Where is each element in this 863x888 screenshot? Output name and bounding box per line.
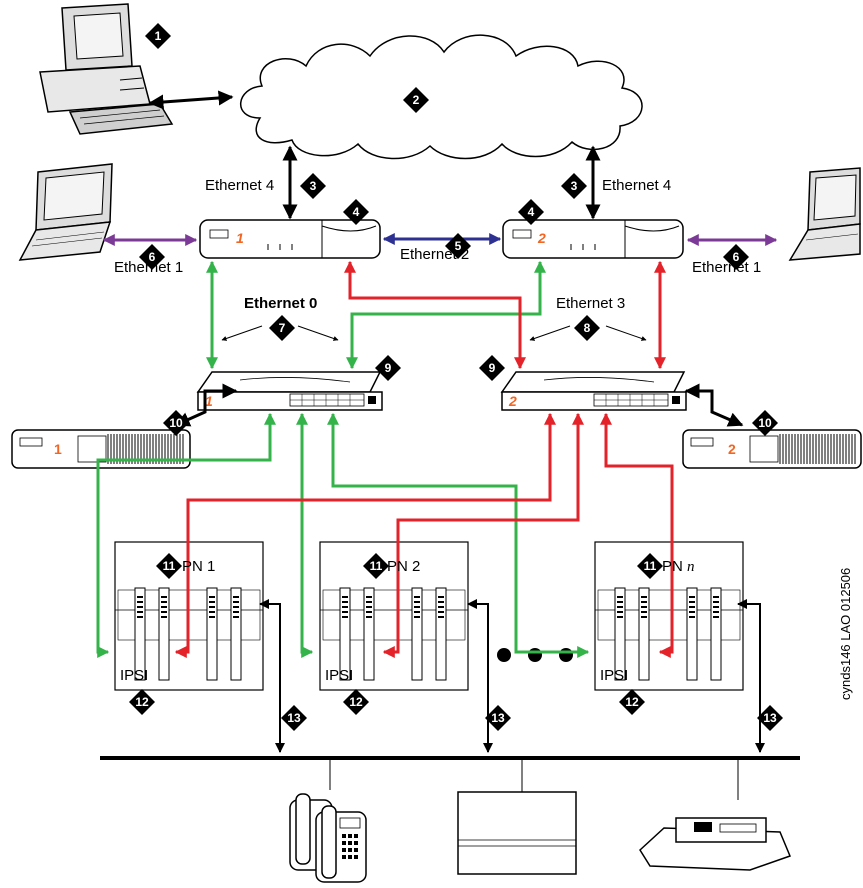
- callout-number: 6: [149, 250, 156, 264]
- telephone-icon: [289, 793, 367, 883]
- callout-7: 7: [269, 315, 295, 341]
- callout-9: 9: [375, 355, 401, 381]
- document-id: cynds146 LAO 012506: [838, 568, 853, 700]
- ups-icon: 2: [682, 429, 862, 469]
- callout-6: 6: [139, 244, 165, 270]
- callout-1: 1: [145, 23, 171, 49]
- callout-number: 12: [625, 695, 639, 709]
- callout-4: 4: [343, 199, 369, 225]
- ethernet1-right-label: Ethernet 1: [692, 259, 761, 276]
- ethernet-switch-icon: 2: [500, 371, 687, 411]
- callout-number: 4: [528, 205, 535, 219]
- callout-13: 13: [281, 705, 307, 731]
- callout-number: 9: [489, 361, 496, 375]
- callout-number: 11: [644, 559, 657, 573]
- callout-number: 3: [571, 179, 578, 193]
- callout-number: 5: [455, 239, 462, 253]
- callout-number: 12: [349, 695, 363, 709]
- server-2-number: 2: [537, 230, 546, 246]
- callout-number: 11: [370, 559, 383, 573]
- desktop-computer-icon: [39, 3, 174, 135]
- ethernet0-label: Ethernet 0: [244, 295, 317, 312]
- media-server-icon: 1: [199, 219, 381, 259]
- ethernet1-left-label: Ethernet 1: [114, 259, 183, 276]
- pn-label: PN 1: [182, 558, 215, 575]
- callout-number: 6: [733, 250, 740, 264]
- callout-2: 2: [403, 87, 429, 113]
- callout-number: 1: [155, 29, 162, 43]
- callout-6: 6: [723, 244, 749, 270]
- ups-icon: 1: [11, 429, 191, 469]
- callout-13: 13: [757, 705, 783, 731]
- laptop-icon: [788, 167, 861, 261]
- ethernet3-label: Ethernet 3: [556, 295, 625, 312]
- callout-10: 10: [752, 410, 778, 436]
- media-server-icon: 2: [502, 219, 684, 259]
- callout-number: 12: [135, 695, 149, 709]
- ellipsis-dots: [497, 648, 573, 662]
- ethernet4-right-label: Ethernet 4: [602, 177, 671, 194]
- callout-number: 13: [763, 711, 777, 725]
- printer-icon: [639, 817, 791, 871]
- callout-8: 8: [574, 315, 600, 341]
- callout-number: 13: [491, 711, 505, 725]
- ethernet4-left-label: Ethernet 4: [205, 177, 274, 194]
- callout-3: 3: [300, 173, 326, 199]
- callout-13: 13: [485, 705, 511, 731]
- callout-number: 9: [385, 361, 392, 375]
- callout-9: 9: [479, 355, 505, 381]
- pn-label: PN 2: [387, 558, 420, 575]
- ups-1-number: 1: [54, 441, 62, 457]
- callout-10: 10: [163, 410, 189, 436]
- callout-number: 10: [758, 416, 772, 430]
- ups-2-number: 2: [728, 441, 736, 457]
- ipsi-label: IPSI: [325, 667, 353, 684]
- callout-number: 2: [413, 93, 420, 107]
- callout-number: 8: [584, 321, 591, 335]
- callout-4: 4: [518, 199, 544, 225]
- callout-3: 3: [561, 173, 587, 199]
- circuit-card: [710, 587, 722, 681]
- callout-12: 12: [619, 689, 645, 715]
- circuit-card: [686, 587, 698, 681]
- terminal-icon: [457, 791, 577, 875]
- callout-number: 3: [310, 179, 317, 193]
- callout-number: 11: [163, 559, 176, 573]
- callout-5: 5: [445, 233, 471, 259]
- callout-number: 4: [353, 205, 360, 219]
- switch-2-number: 2: [508, 393, 517, 409]
- network-cloud-icon: [240, 34, 643, 160]
- ipsi-label: IPSI: [120, 667, 148, 684]
- callout-number: 7: [279, 321, 286, 335]
- callout-11: 11: [637, 553, 663, 579]
- pn-label: PN n: [662, 558, 695, 575]
- callout-12: 12: [343, 689, 369, 715]
- server-1-number: 1: [236, 230, 244, 246]
- callout-number: 13: [287, 711, 301, 725]
- ipsi-label: IPSI: [600, 667, 628, 684]
- laptop-icon: [18, 163, 113, 261]
- callout-12: 12: [129, 689, 155, 715]
- callout-number: 10: [169, 416, 183, 430]
- callout-11: 11: [156, 553, 182, 579]
- callout-11: 11: [363, 553, 389, 579]
